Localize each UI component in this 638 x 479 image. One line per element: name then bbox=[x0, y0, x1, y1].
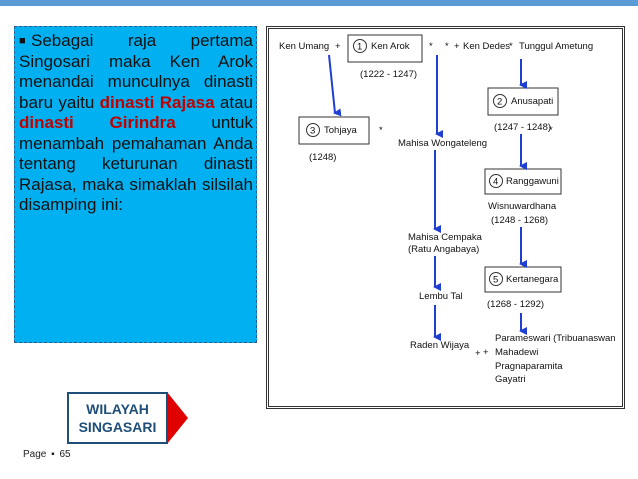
node-ken-arok: Ken Arok bbox=[371, 41, 410, 52]
marriage-star: * bbox=[429, 41, 433, 52]
node-ken-umang: Ken Umang bbox=[279, 41, 329, 52]
node-raden-wijaya: Raden Wijaya bbox=[410, 340, 470, 351]
plus-sign: + bbox=[475, 348, 481, 359]
node-anusapati: Anusapati bbox=[511, 96, 553, 107]
kertanegara-number: 5 bbox=[493, 275, 498, 286]
footer-bullet-icon: ▪ bbox=[51, 449, 55, 460]
intro-text-box: ■Sebagai raja pertama Singosari maka Ken… bbox=[14, 26, 257, 343]
tohjaya-years: (1248) bbox=[309, 152, 336, 163]
tohjaya-box bbox=[298, 116, 370, 145]
node-mahisa-wongateleng: Mahisa Wongateleng bbox=[398, 138, 487, 149]
node-tohjaya: Tohjaya bbox=[324, 125, 357, 136]
ratu-angabaya: (Ratu Angabaya) bbox=[408, 244, 479, 255]
node-tunggul-ametung: Tunggul Ametung bbox=[519, 41, 593, 52]
node-ken-dedes: Ken Dedes bbox=[463, 41, 510, 52]
node-pragnaparamita: Pragnaparamita bbox=[495, 361, 563, 372]
node-mahadewi: Mahadewi bbox=[495, 347, 538, 358]
ken-arok-number: 1 bbox=[357, 42, 362, 53]
anusapati-years: (1247 - 1248) bbox=[494, 122, 551, 133]
anusapati-number: 2 bbox=[497, 97, 502, 108]
node-gayatri: Gayatri bbox=[495, 374, 526, 385]
intro-text-1: Sebagai raja pertama Singosari maka Ken … bbox=[19, 31, 253, 112]
number-circle bbox=[493, 94, 507, 108]
intro-text-2: atau bbox=[214, 92, 254, 112]
wilayah-line-2: SINGASARI bbox=[78, 419, 157, 435]
square-bullet-icon: ■ bbox=[19, 35, 26, 47]
plus-sign: + bbox=[483, 347, 489, 358]
node-mahisa-cempaka: Mahisa Cempaka bbox=[408, 232, 483, 243]
kertanegara-years: (1268 - 1292) bbox=[487, 299, 544, 310]
ken-arok-years: (1222 - 1247) bbox=[360, 69, 417, 80]
wilayah-singasari-button[interactable]: WILAYAH SINGASARI bbox=[67, 392, 188, 444]
intro-paragraph: ■Sebagai raja pertama Singosari maka Ken… bbox=[19, 31, 253, 216]
wisnuwardhana-label: Wisnuwardhana bbox=[488, 201, 557, 212]
lineage-arrow bbox=[328, 54, 342, 117]
ken-arok-box bbox=[347, 34, 423, 63]
number-circle bbox=[489, 272, 503, 286]
number-circle bbox=[489, 174, 503, 188]
ranggawuni-number: 4 bbox=[493, 177, 498, 188]
top-rule bbox=[0, 0, 638, 6]
node-parameswari: Parameswari (Tribuanaswan bbox=[495, 333, 616, 344]
wilayah-line-1: WILAYAH bbox=[86, 401, 149, 417]
highlight-rajasa: dinasti Rajasa bbox=[99, 92, 215, 112]
plus-sign: + bbox=[454, 41, 460, 52]
family-tree-diagram: Ken Umang + 1 Ken Arok (1222 - 1247) * *… bbox=[279, 34, 616, 385]
node-lembu-tal: Lembu Tal bbox=[419, 291, 463, 302]
tohjaya-number: 3 bbox=[310, 126, 315, 137]
node-ranggawuni: Ranggawuni bbox=[506, 176, 559, 187]
number-circle bbox=[353, 39, 367, 53]
node-kertanegara: Kertanegara bbox=[506, 274, 559, 285]
marriage-star: * bbox=[379, 125, 383, 136]
page-footer: Page ▪ 65 bbox=[23, 449, 71, 460]
marriage-star: * bbox=[549, 125, 553, 136]
number-circle bbox=[306, 123, 320, 137]
right-arrow-icon[interactable] bbox=[167, 392, 188, 444]
marriage-star: * bbox=[445, 41, 449, 52]
highlight-girindra: dinasti Girindra bbox=[19, 113, 176, 132]
page-number: 65 bbox=[59, 449, 71, 460]
intro-text-3: untuk menambah pemahaman Anda tentang ke… bbox=[19, 113, 253, 214]
marriage-star: * bbox=[509, 41, 513, 52]
wilayah-label-box[interactable]: WILAYAH SINGASARI bbox=[67, 392, 168, 444]
wisnuwardhana-years: (1248 - 1268) bbox=[491, 215, 548, 226]
plus-sign: + bbox=[335, 41, 341, 52]
page-label: Page bbox=[23, 449, 47, 460]
family-tree-frame: Ken Umang + 1 Ken Arok (1222 - 1247) * *… bbox=[266, 26, 625, 409]
